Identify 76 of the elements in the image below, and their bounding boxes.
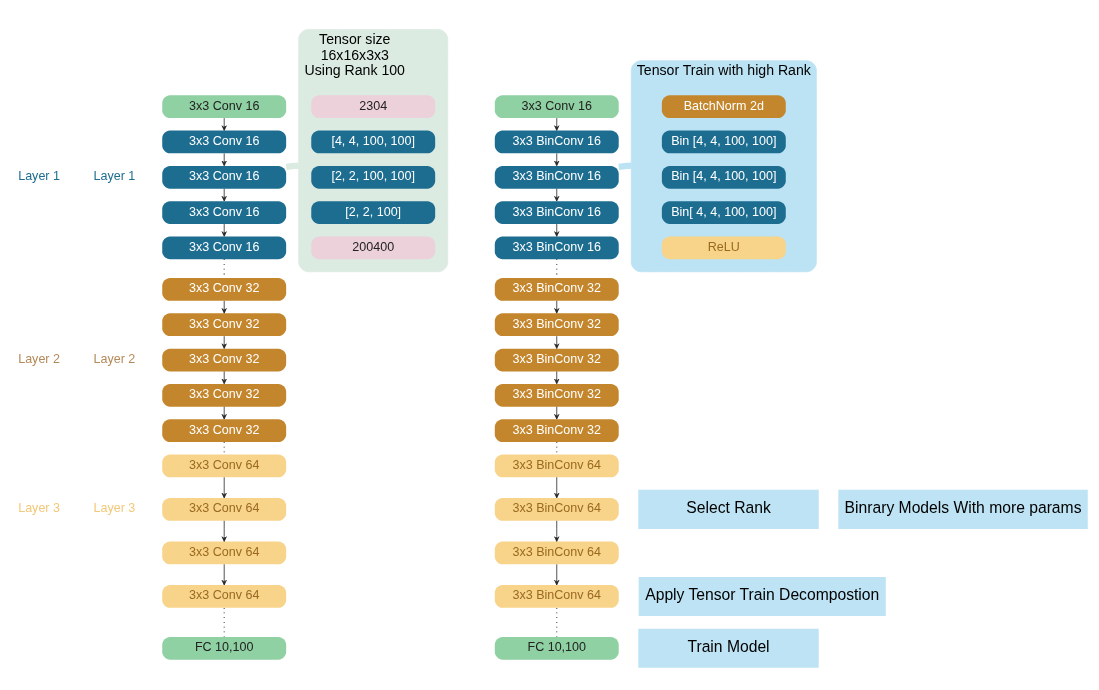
node-box: [2, 2, 100, 100] <box>311 165 436 189</box>
label: Layer 3 <box>18 500 60 515</box>
arrow <box>554 476 560 498</box>
node-box: Bin [4, 4, 100, 100] <box>661 130 786 153</box>
node-box: 3x3 BinConv 32 <box>494 277 619 301</box>
arrow <box>221 405 227 419</box>
connector <box>556 258 558 278</box>
node-box: 3x3 Conv 32 <box>162 348 287 371</box>
node-box: 3x3 BinConv 32 <box>494 348 619 371</box>
node-box: ReLU <box>661 236 786 259</box>
arrow <box>221 335 227 349</box>
label: Layer 1 <box>93 168 136 183</box>
node-box: 3x3 BinConv 64 <box>494 541 619 564</box>
arrow <box>554 223 560 237</box>
node-box: 3x3 BinConv 16 <box>494 236 619 259</box>
node-box: 3x3 BinConv 64 <box>494 584 619 608</box>
node-box: 3x3 BinConv 16 <box>494 165 619 189</box>
arrow <box>221 519 227 542</box>
node-box: 3x3 Conv 16 <box>162 200 287 224</box>
arrow <box>554 563 560 585</box>
node-box: Bin[ 4, 4, 100, 100] <box>661 200 786 224</box>
arrow <box>221 370 227 384</box>
node-box: FC 10,100 <box>162 636 287 660</box>
connector <box>223 258 225 278</box>
arrow <box>554 187 560 201</box>
node-box: 3x3 BinConv 64 <box>494 454 619 477</box>
arrow <box>554 335 560 349</box>
node-box: [2, 2, 100] <box>311 200 436 224</box>
node-box: 2304 <box>311 94 436 118</box>
arrow <box>554 405 560 419</box>
node-box: 3x3 BinConv 16 <box>494 200 619 224</box>
node-box: FC 10,100 <box>494 636 619 660</box>
node-box: 3x3 Conv 64 <box>162 584 287 608</box>
arrow <box>221 476 227 498</box>
arrow <box>221 117 227 131</box>
node-box: 3x3 BinConv 64 <box>494 497 619 521</box>
node-box: 3x3 Conv 64 <box>162 454 287 477</box>
node-box: 3x3 Conv 16 <box>162 130 287 153</box>
label: Layer 3 <box>93 500 136 515</box>
node-box: 3x3 Conv 16 <box>494 94 619 118</box>
node-box: 3x3 Conv 16 <box>162 94 287 118</box>
node-box: 3x3 Conv 16 <box>162 165 287 189</box>
node-box: 3x3 BinConv 32 <box>494 312 619 336</box>
arrow <box>554 152 560 166</box>
arrow <box>554 370 560 384</box>
node-box: 3x3 Conv 32 <box>162 418 287 442</box>
node-box: 3x3 BinConv 16 <box>494 130 619 153</box>
label: Layer 2 <box>18 351 60 366</box>
connector <box>618 161 632 170</box>
node-box: 3x3 Conv 64 <box>162 541 287 564</box>
label: Layer 1 <box>18 168 60 183</box>
arrow <box>221 300 227 314</box>
node-box: 200400 <box>311 236 436 259</box>
node-box: BatchNorm 2d <box>661 94 786 118</box>
node-box: 3x3 BinConv 32 <box>494 383 619 407</box>
node-box: Train Model <box>638 628 819 668</box>
arrow <box>221 152 227 166</box>
node-box: 3x3 Conv 32 <box>162 277 287 301</box>
arrow <box>554 519 560 542</box>
node-box: [4, 4, 100, 100] <box>311 130 436 153</box>
connector <box>285 161 299 170</box>
node-box: Binrary Models With more params <box>838 489 1088 529</box>
arrow <box>221 563 227 585</box>
node-box: 3x3 Conv 32 <box>162 312 287 336</box>
node-box: 3x3 Conv 64 <box>162 497 287 521</box>
node-box: Apply Tensor Train Decompostion <box>638 576 886 616</box>
node-box: 3x3 Conv 32 <box>162 383 287 407</box>
node-box: 3x3 Conv 16 <box>162 236 287 259</box>
node-box: 3x3 BinConv 32 <box>494 418 619 442</box>
arrow <box>554 117 560 131</box>
arrow <box>221 223 227 237</box>
node-box: Bin [4, 4, 100, 100] <box>661 165 786 189</box>
arrow <box>554 300 560 314</box>
arrow <box>221 187 227 201</box>
node-box: Select Rank <box>638 489 819 529</box>
label: Layer 2 <box>93 351 136 366</box>
